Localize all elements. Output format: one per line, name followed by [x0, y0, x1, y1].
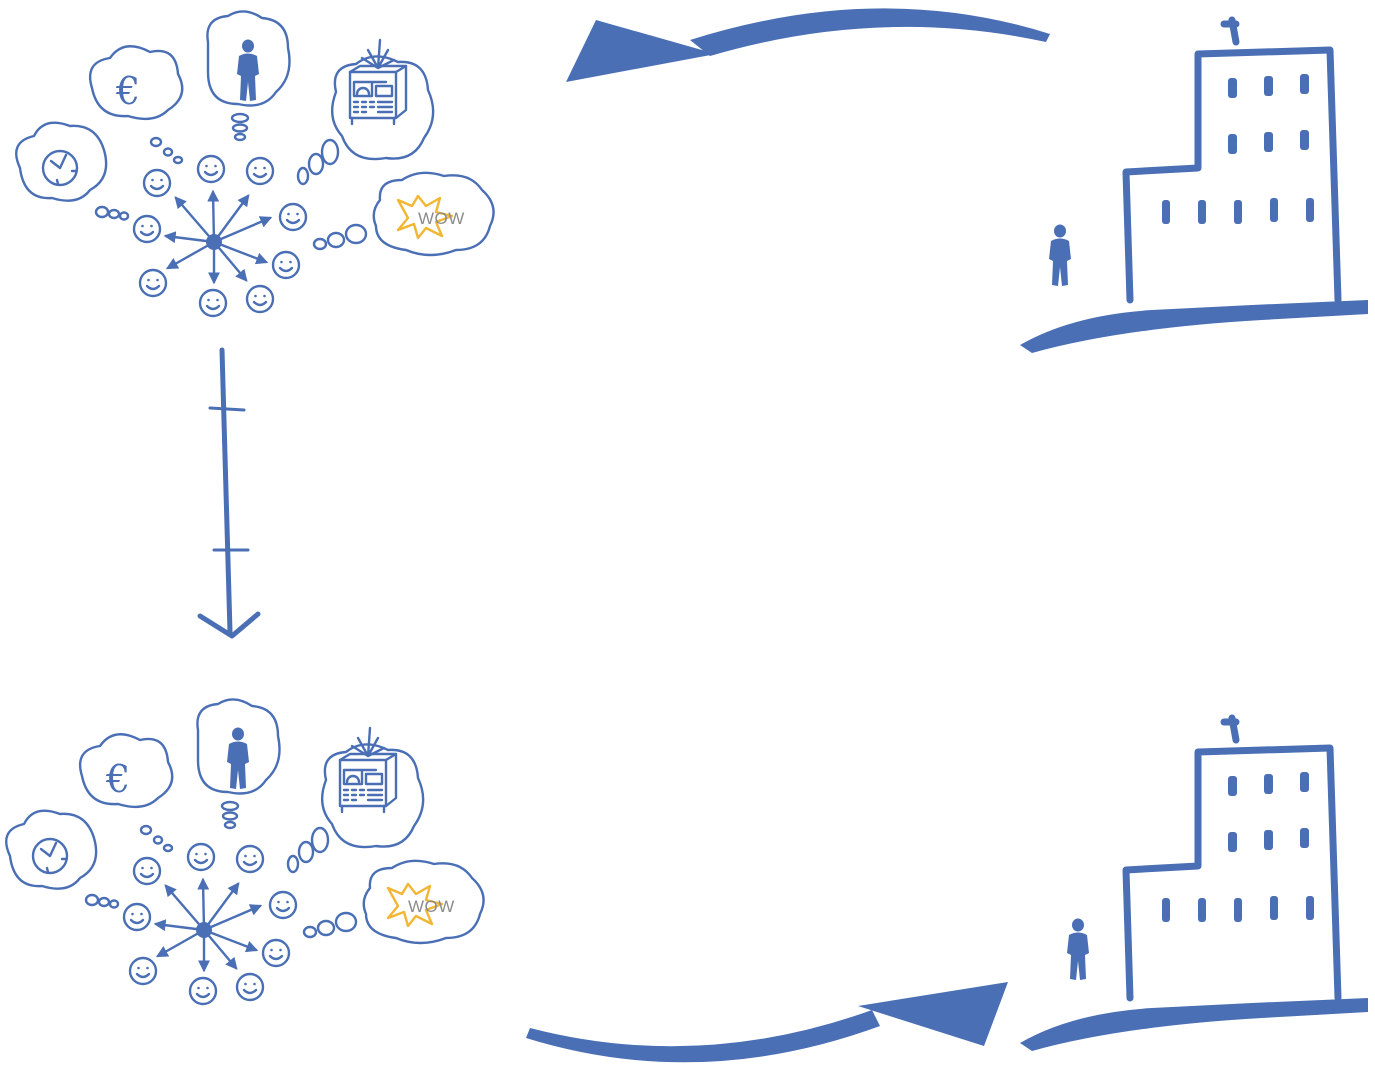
machine-icon: [338, 726, 398, 814]
machine-icon: [348, 38, 408, 126]
person-icon: [237, 39, 259, 101]
arrow-company-to-crowd: [566, 8, 1050, 82]
thought-cloud-clock: [5, 809, 98, 890]
thought-bubbles: [94, 112, 368, 251]
thought-cloud-clock: [15, 121, 108, 202]
euro-icon: €: [115, 69, 140, 113]
wow-icon: WOW: [386, 882, 455, 928]
arrow-crowd-down: [197, 347, 261, 639]
company-building-bottom: [1020, 718, 1368, 1051]
crowd-arrows: [153, 877, 263, 973]
person-icon: [1067, 918, 1089, 980]
person-icon: [1049, 224, 1071, 286]
thought-bubbles: [84, 800, 358, 939]
crowd-faces: [132, 154, 308, 318]
crowd-group-top: € WOW: [15, 10, 495, 318]
person-icon: [227, 727, 249, 789]
thought-cloud-euro: €: [78, 733, 174, 809]
thought-cloud-machine: [330, 38, 435, 161]
crowd-group-bottom: € WOW: [5, 698, 485, 1006]
svg-text:WOW: WOW: [408, 897, 455, 916]
thought-cloud-wow: WOW: [362, 859, 485, 945]
arrow-crowd-to-company: [526, 982, 1008, 1063]
crowd-faces: [122, 842, 298, 1006]
wow-icon: WOW: [396, 194, 465, 240]
crowd-arrows: [163, 189, 273, 285]
clock-icon: [41, 149, 79, 187]
thought-cloud-machine: [320, 726, 425, 849]
euro-icon: €: [105, 757, 130, 801]
company-building-top: [1020, 20, 1368, 353]
thought-cloud-person: [196, 698, 281, 795]
svg-text:WOW: WOW: [418, 209, 465, 228]
clock-icon: [31, 837, 69, 875]
thought-cloud-euro: €: [88, 45, 184, 121]
thought-cloud-wow: WOW: [372, 171, 495, 257]
thought-cloud-person: [206, 10, 291, 107]
